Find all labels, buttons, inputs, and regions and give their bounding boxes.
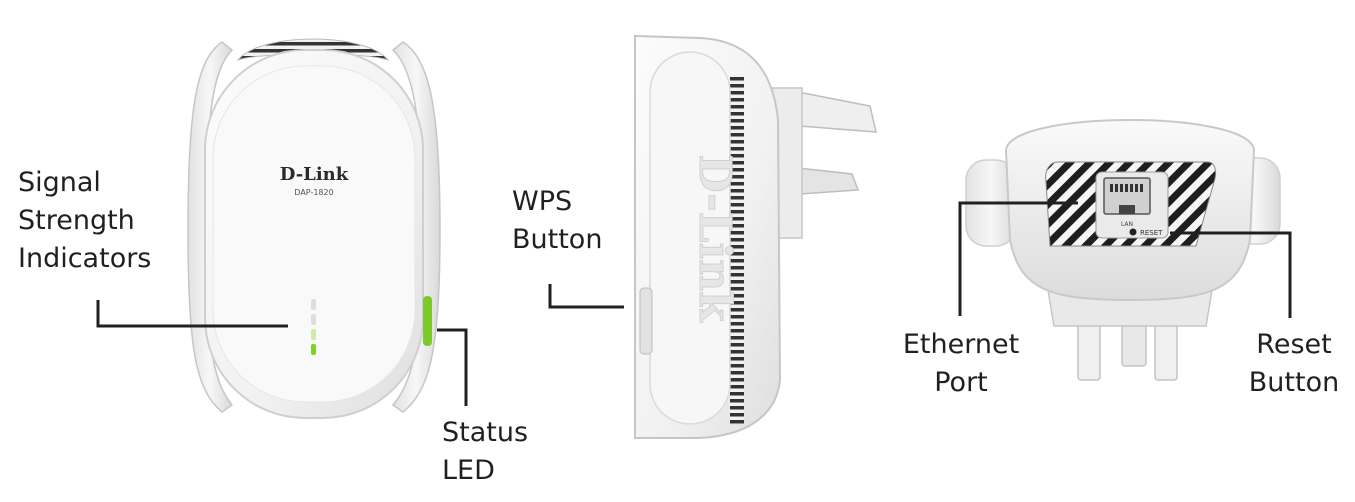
status-leader-line	[437, 328, 468, 406]
reset-button-label: Reset Button	[1238, 326, 1350, 402]
signal-led-3	[311, 329, 316, 340]
bottom-prong-left	[1077, 317, 1101, 381]
wps-leader-line	[548, 284, 624, 309]
side-panel	[649, 51, 731, 425]
lan-label: LAN	[1121, 221, 1133, 228]
ethernet-leader-line	[958, 201, 1078, 316]
ethernet-port-pins	[1110, 184, 1143, 192]
reset-label-line-1: Reset	[1256, 329, 1332, 360]
signal-strength-leds	[311, 299, 316, 355]
reset-button[interactable]	[1129, 228, 1137, 236]
side-logo: D-Link	[689, 154, 740, 323]
signal-strength-label: Signal Strength Indicators	[18, 164, 151, 278]
front-face	[212, 65, 416, 403]
plug-top-prong	[797, 91, 877, 133]
reset-label-line-2: Button	[1248, 367, 1340, 398]
port-clip	[1119, 205, 1135, 214]
status-led-label: Status LED	[442, 414, 528, 490]
brand-logo: D-Link	[280, 164, 349, 185]
signal-label-line-1: Signal	[18, 167, 101, 198]
side-view: D-Link	[634, 34, 877, 439]
front-view: D-Link DAP-1820	[187, 38, 441, 419]
signal-label-line-3: Indicators	[18, 243, 152, 274]
wps-label-line-1: WPS	[512, 186, 573, 217]
signal-label-line-2: Strength	[18, 205, 135, 236]
reset-label: RESET	[1140, 229, 1163, 237]
wps-label-line-2: Button	[512, 224, 603, 255]
status-label-line-1: Status	[442, 417, 529, 448]
ethernet-port-label: Ethernet Port	[898, 326, 1024, 402]
signal-led-2	[311, 314, 316, 325]
status-label-line-2: LED	[442, 455, 495, 486]
wps-button[interactable]	[639, 287, 653, 355]
wps-button-label: WPS Button	[512, 183, 602, 259]
ethernet-label-line-2: Port	[934, 367, 988, 398]
reset-leader-line	[1170, 231, 1292, 318]
bottom-view: LAN RESET	[965, 119, 1281, 381]
signal-led-4	[311, 344, 316, 355]
status-led	[423, 296, 432, 346]
leader-lines	[96, 201, 1292, 406]
plug-lower-prong	[797, 167, 860, 195]
bottom-prong-right	[1154, 317, 1178, 381]
signal-led-1	[311, 299, 316, 310]
model-number: DAP-1820	[294, 188, 333, 197]
ethernet-label-line-1: Ethernet	[902, 329, 1020, 360]
side-vent	[730, 74, 744, 424]
signal-leader-line	[96, 300, 288, 328]
